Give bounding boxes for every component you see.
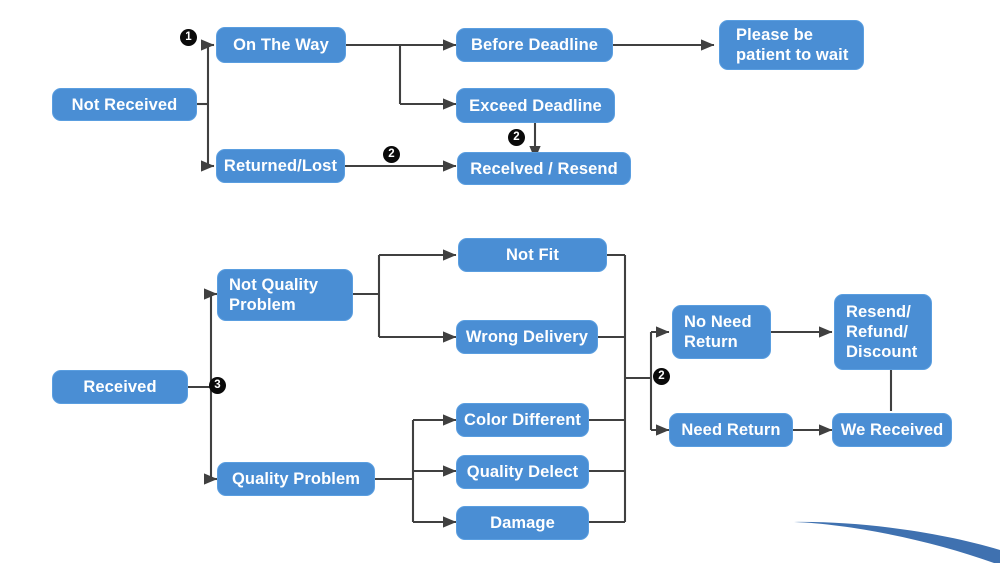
node-quality-delect[interactable]: Quality Delect <box>456 455 589 489</box>
node-please-be-patient[interactable]: Please be patient to wait <box>719 20 864 70</box>
marker-2-exceed: 2 <box>508 129 525 146</box>
node-not-fit[interactable]: Not Fit <box>458 238 607 272</box>
decorative-swoosh <box>794 521 1000 563</box>
node-exceed-deadline[interactable]: Exceed Deadline <box>456 88 615 123</box>
node-not-received[interactable]: Not Received <box>52 88 197 121</box>
node-on-the-way[interactable]: On The Way <box>216 27 346 63</box>
marker-3-received: 3 <box>209 377 226 394</box>
node-we-received[interactable]: We Received <box>832 413 952 447</box>
node-quality-problem[interactable]: Quality Problem <box>217 462 375 496</box>
node-not-quality-problem[interactable]: Not Quality Problem <box>217 269 353 321</box>
marker-2-return-split: 2 <box>653 368 670 385</box>
node-recelved-resend[interactable]: Recelved / Resend <box>457 152 631 185</box>
marker-2-returned: 2 <box>383 146 400 163</box>
node-color-different[interactable]: Color Different <box>456 403 589 437</box>
node-damage[interactable]: Damage <box>456 506 589 540</box>
node-resend-refund-discount[interactable]: Resend/ Refund/ Discount <box>834 294 932 370</box>
node-returned-lost[interactable]: Returned/Lost <box>216 149 345 183</box>
marker-1: 1 <box>180 29 197 46</box>
node-wrong-delivery[interactable]: Wrong Delivery <box>456 320 598 354</box>
node-need-return[interactable]: Need Return <box>669 413 793 447</box>
node-before-deadline[interactable]: Before Deadline <box>456 28 613 62</box>
node-received[interactable]: Received <box>52 370 188 404</box>
node-no-need-return[interactable]: No Need Return <box>672 305 771 359</box>
